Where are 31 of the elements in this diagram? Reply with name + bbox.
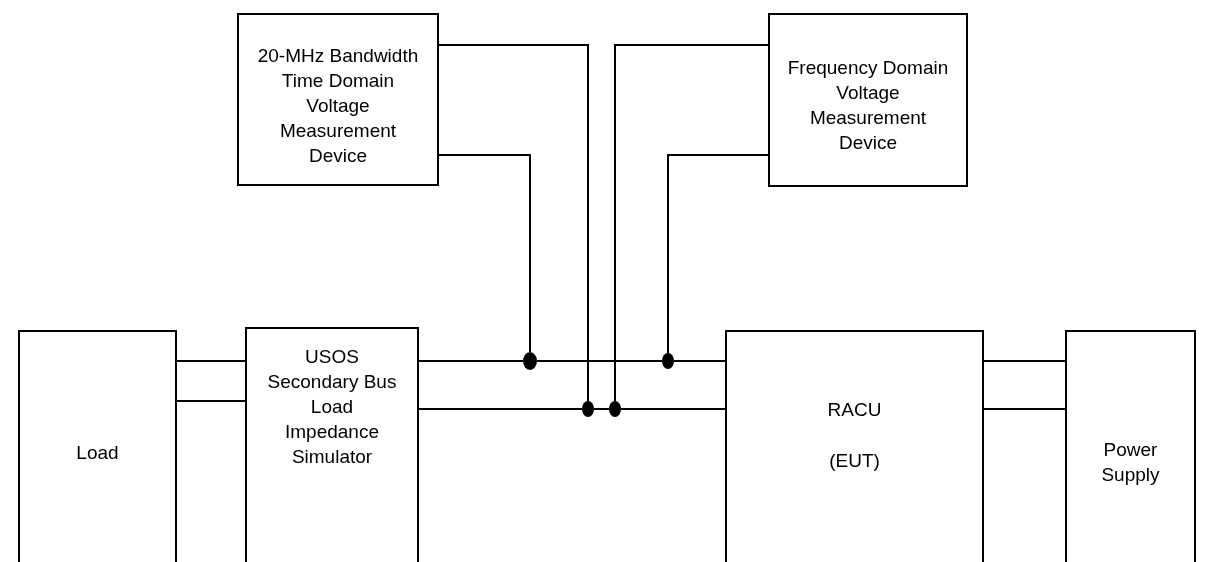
wire	[983, 360, 1066, 362]
box-label: Power Supply	[1100, 438, 1161, 487]
junction-dot	[582, 401, 594, 417]
box-label: Load	[76, 441, 119, 465]
wire	[614, 44, 769, 402]
wire	[673, 360, 726, 362]
wire	[593, 408, 610, 410]
junction-dot	[609, 401, 621, 417]
box-label: RACU	[827, 398, 882, 422]
wire	[418, 360, 524, 362]
wire	[536, 360, 663, 362]
instrument-box	[768, 13, 968, 187]
wire	[983, 408, 1066, 410]
box-label: (EUT)	[829, 449, 880, 473]
wire	[438, 154, 531, 353]
box-label: Frequency Domain Voltage Measurement Device	[786, 56, 950, 155]
wire	[418, 408, 583, 410]
wire	[176, 400, 246, 402]
equipment-box	[18, 330, 177, 562]
wire	[667, 154, 769, 354]
equipment-box	[1065, 330, 1196, 562]
equipment-box	[245, 327, 419, 562]
junction-dot	[523, 352, 537, 370]
equipment-box	[725, 330, 984, 562]
instrument-box	[237, 13, 439, 186]
junction-dot	[662, 353, 674, 369]
wire	[438, 44, 589, 402]
box-label: 20-MHz Bandwidth Time Domain Voltage Measurement Device	[256, 44, 420, 168]
wire	[620, 408, 726, 410]
box-label: USOS Secondary Bus Load Impedance Simulator	[266, 345, 398, 469]
wire	[176, 360, 246, 362]
